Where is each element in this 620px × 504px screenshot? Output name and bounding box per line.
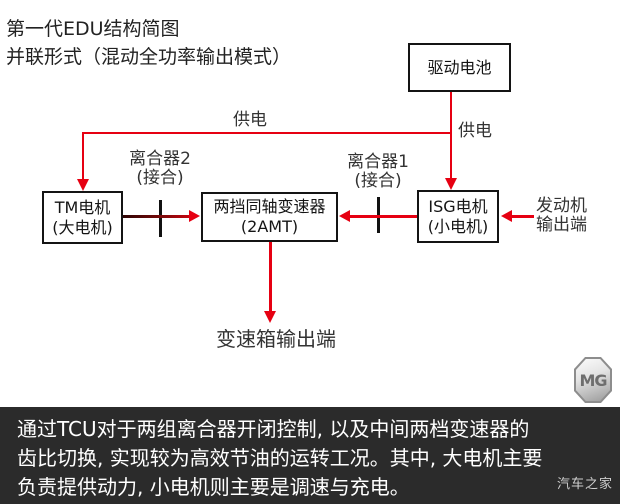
caption-bar: 通过TCU对于两组离合器开闭控制, 以及中间两档变速器的 齿比切换, 实现较为高… <box>0 407 620 504</box>
supply-line-to-tm-vertical <box>82 132 84 180</box>
engine-to-isg-line <box>512 215 534 218</box>
supply-label-left: 供电 <box>233 110 267 130</box>
node-gearbox-2amt: 两挡同轴变速器 (2AMT) <box>201 192 338 242</box>
node-isg-motor: ISG电机 (小电机) <box>417 190 499 243</box>
autohome-watermark: 汽车之家 <box>556 477 613 492</box>
node-gearbox-line1: 两挡同轴变速器 <box>213 197 326 216</box>
arrow-down-into-isg-icon <box>445 178 457 190</box>
clutch2-label: 离合器2 (接合) <box>120 150 200 188</box>
node-drive-battery-label: 驱动电池 <box>427 57 492 77</box>
engine-output-line1: 发动机 <box>536 196 587 216</box>
node-tm-motor: TM电机 (大电机) <box>42 191 123 244</box>
page-title: 第一代EDU结构简图 并联形式（混动全功率输出模式） <box>6 15 291 71</box>
clutch2-name: 离合器2 <box>129 149 191 169</box>
node-isg-motor-line2: (小电机) <box>427 216 489 236</box>
isg-to-gearbox-shaft-line <box>350 215 417 218</box>
mg-logo-badge: MG <box>576 359 610 401</box>
title-line2: 并联形式（混动全功率输出模式） <box>6 46 292 68</box>
supply-label-right: 供电 <box>458 121 492 141</box>
clutch1-state: (接合) <box>354 171 402 191</box>
engine-output-label: 发动机 输出端 <box>536 197 587 235</box>
clutch2-state: (接合) <box>136 168 184 188</box>
tm-to-gearbox-shaft-line <box>123 215 189 218</box>
mg-logo-icon: MG <box>574 357 612 403</box>
node-tm-motor-line1: TM电机 <box>54 197 111 217</box>
gearbox-output-line <box>269 242 272 312</box>
arrow-down-into-tm-icon <box>77 179 89 191</box>
arrow-down-gearbox-output-icon <box>264 311 276 323</box>
arrow-left-into-isg-icon <box>501 210 512 222</box>
caption-line2: 齿比切换, 实现较为高效节油的运转工况。其中, 大电机主要 <box>17 446 543 470</box>
caption-line1: 通过TCU对于两组离合器开闭控制, 以及中间两档变速器的 <box>17 417 530 441</box>
arrow-left-into-gearbox-icon <box>339 210 350 222</box>
clutch1-name: 离合器1 <box>347 152 409 172</box>
node-isg-motor-line1: ISG电机 <box>428 196 488 216</box>
mg-logo-text: MG <box>579 370 607 390</box>
gearbox-output-label: 变速箱输出端 <box>216 327 336 351</box>
engine-output-line2: 输出端 <box>536 215 587 235</box>
title-line1: 第一代EDU结构简图 <box>6 18 180 40</box>
node-drive-battery: 驱动电池 <box>408 43 511 92</box>
supply-line-horizontal <box>82 132 452 134</box>
clutch1-label: 离合器1 (接合) <box>338 153 418 191</box>
node-gearbox-line2: (2AMT) <box>240 217 299 236</box>
battery-supply-line-vertical <box>450 92 452 180</box>
caption-line3: 负责提供动力, 小电机则主要是调速与充电。 <box>17 475 410 499</box>
clutch2-tick-icon <box>159 200 162 237</box>
node-tm-motor-line2: (大电机) <box>52 217 113 237</box>
arrow-right-into-gearbox-icon <box>189 210 200 222</box>
